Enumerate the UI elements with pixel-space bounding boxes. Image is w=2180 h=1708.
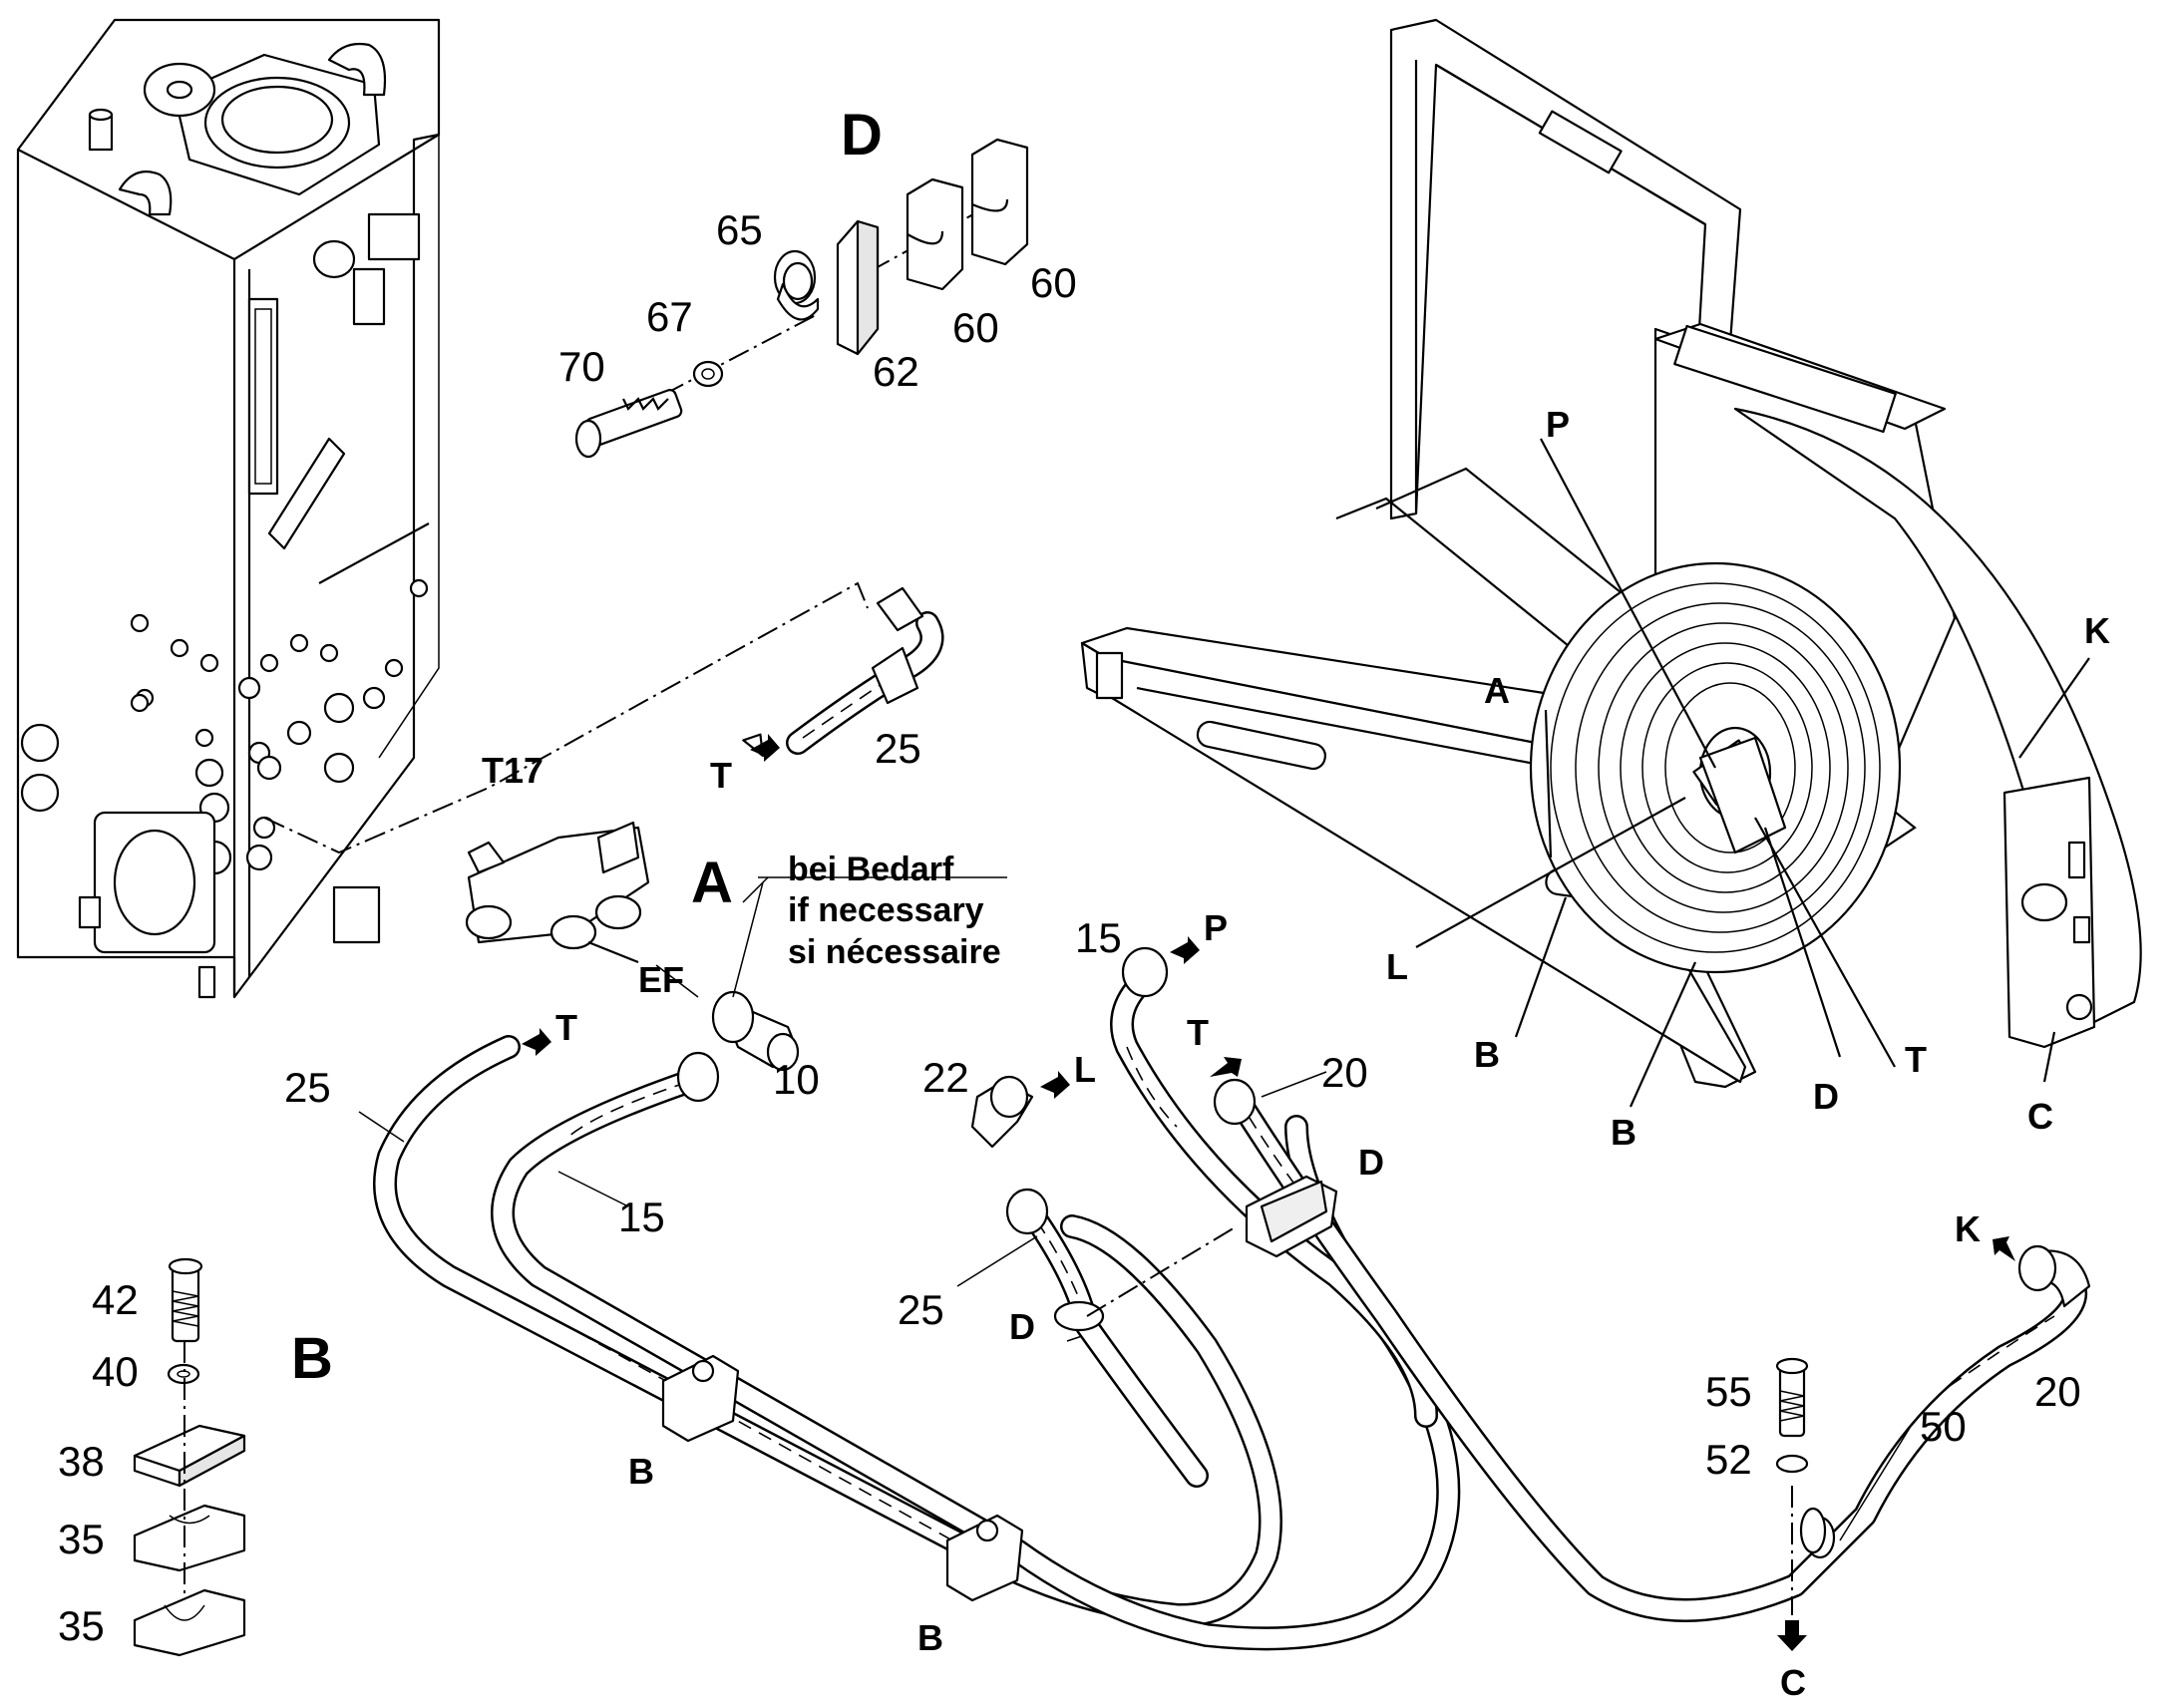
- port-t-top: T: [710, 755, 732, 796]
- fan-label-t: T: [1905, 1039, 1927, 1080]
- port-t-left: T: [555, 1007, 577, 1048]
- part-22: 22: [922, 1054, 969, 1101]
- port-ef: EF: [638, 959, 684, 1000]
- part-10: 10: [773, 1056, 820, 1103]
- fan-label-a: A: [1484, 670, 1510, 711]
- part-25-left: 25: [284, 1064, 331, 1111]
- part-60-a: 60: [952, 304, 999, 351]
- part-15-left: 15: [618, 1194, 665, 1240]
- hose-25-left: [373, 1035, 1282, 1628]
- part-15-top: 15: [1075, 914, 1122, 961]
- part-25-top: 25: [875, 725, 921, 772]
- part-25-mid: 25: [898, 1286, 944, 1333]
- note-fr: si nécessaire: [788, 933, 1001, 971]
- part-60-b: 60: [1030, 259, 1077, 306]
- hose-fittings: [676, 946, 2091, 1559]
- labels: D A B bei Bedarf if necessary si nécessa…: [58, 103, 2110, 1703]
- part-38: 38: [58, 1438, 105, 1485]
- fan-label-p: P: [1546, 404, 1570, 445]
- part-35-b: 35: [58, 1602, 105, 1649]
- label-b-clamp-b: B: [917, 1617, 943, 1658]
- detail-b-clamp-exploded: [133, 1257, 246, 1657]
- part-65: 65: [716, 206, 763, 253]
- port-c-bottom: C: [1780, 1662, 1806, 1703]
- port-t-mid: T: [1187, 1012, 1209, 1053]
- t17-return-hose: [263, 581, 944, 854]
- leader-lines: [358, 876, 1911, 1541]
- hydraulic-tank-drawing: [16, 18, 441, 999]
- port-d-clamp: D: [1358, 1142, 1384, 1183]
- fan-label-d: D: [1813, 1076, 1839, 1117]
- part-40: 40: [92, 1348, 139, 1395]
- note-de: bei Bedarf: [788, 851, 954, 888]
- fan-cooler-assembly: [1080, 18, 2142, 1108]
- valve-block-ef: [465, 821, 650, 964]
- tank-port-fittings: [20, 578, 429, 875]
- detail-d-clamp-exploded: [574, 138, 1029, 459]
- fan-label-b-2: B: [1611, 1112, 1636, 1153]
- clamp-50-parts: [1775, 1357, 1809, 1615]
- fan-label-c: C: [2027, 1096, 2053, 1137]
- fan-label-k: K: [2084, 610, 2110, 651]
- port-t17: T17: [482, 750, 544, 791]
- port-d-mid: D: [1009, 1306, 1035, 1347]
- part-62: 62: [873, 348, 919, 395]
- part-67: 67: [646, 293, 693, 340]
- hose-clamps: [661, 1175, 1827, 1602]
- part-55: 55: [1705, 1368, 1752, 1415]
- part-52: 52: [1705, 1436, 1752, 1483]
- part-50: 50: [1920, 1403, 1967, 1450]
- note-en: if necessary: [788, 891, 984, 929]
- fan-label-l: L: [1386, 946, 1408, 987]
- direction-arrows: [522, 734, 2015, 1651]
- port-k-right: K: [1955, 1208, 1981, 1249]
- fan-label-b-1: B: [1474, 1034, 1500, 1075]
- part-20-b: 20: [2034, 1368, 2081, 1415]
- part-20-a: 20: [1321, 1049, 1368, 1096]
- part-70: 70: [558, 343, 605, 390]
- detail-a-title: A: [691, 851, 733, 915]
- part-35-a: 35: [58, 1516, 105, 1562]
- port-p-top: P: [1204, 907, 1228, 948]
- detail-d-title: D: [841, 103, 883, 168]
- elbow-fitting-10: [711, 990, 800, 1072]
- part-42: 42: [92, 1276, 139, 1323]
- detail-b-title: B: [291, 1326, 333, 1391]
- label-b-clamp-a: B: [628, 1451, 654, 1492]
- port-l-mid: L: [1074, 1049, 1096, 1090]
